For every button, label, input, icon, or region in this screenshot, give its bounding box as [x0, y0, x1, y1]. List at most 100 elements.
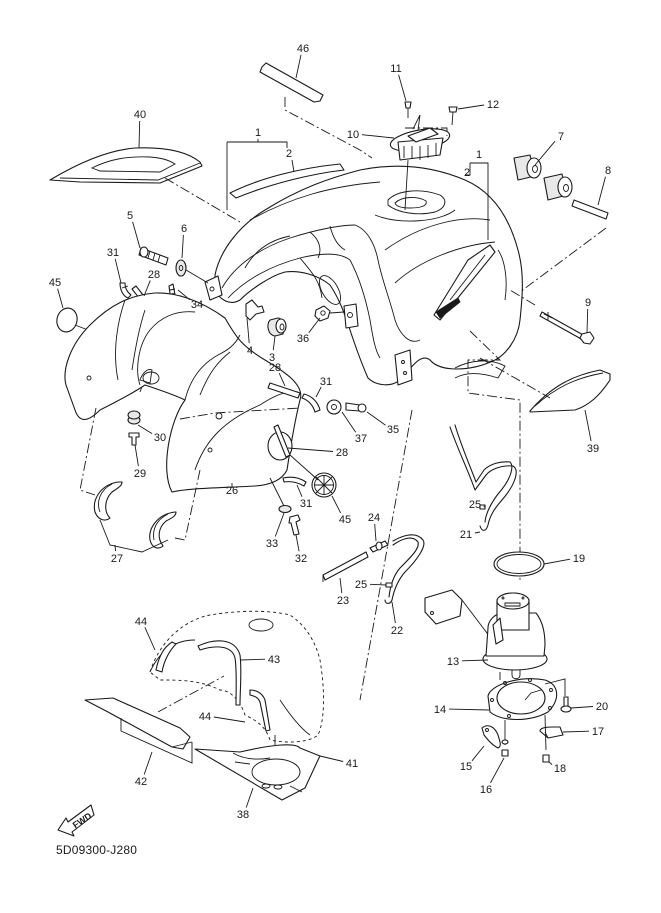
part-label-screw-32[interactable]: 32 [295, 553, 307, 565]
leader-damper-27 [114, 544, 117, 552]
leader-fuel-pump-assy [461, 659, 489, 662]
part-label-damper-27[interactable]: 27 [111, 553, 123, 565]
leader-hose-22 [391, 601, 396, 624]
leader-bolt-20 [570, 706, 594, 709]
part-label-clip-25-lower[interactable]: 25 [355, 579, 367, 591]
part-label-damper[interactable]: 7 [558, 131, 564, 143]
part-label-hose-23[interactable]: 23 [337, 595, 349, 607]
part-label-emblem-panel[interactable]: 46 [297, 43, 309, 55]
leader-seal-44-upper [144, 627, 156, 651]
leader-clamp-15 [471, 745, 485, 762]
part-label-seal-44-lower[interactable]: 44 [199, 711, 211, 723]
part-label-pump-plate-14[interactable]: 14 [434, 704, 446, 716]
part-label-screw-18[interactable]: 18 [554, 763, 566, 775]
part-label-bolt-20[interactable]: 20 [596, 701, 608, 713]
part-label-clamp-15[interactable]: 15 [460, 761, 472, 773]
part-label-emblem-45-right[interactable]: 45 [339, 514, 351, 526]
o-ring-19-part [493, 551, 545, 577]
part-label-fuel-tank-complete-right[interactable]: 1 [476, 149, 482, 161]
part-label-cap-screw-11[interactable]: 11 [390, 63, 401, 75]
emblem-45-left-part [56, 307, 89, 333]
part-label-fuel-pump-assy[interactable]: 13 [447, 656, 459, 668]
part-label-washer-37[interactable]: 37 [355, 433, 367, 445]
leader-emblem-panel [295, 54, 302, 79]
part-label-strip-28-low[interactable]: 28 [336, 447, 348, 459]
strips-bands-mid-part [267, 382, 367, 487]
leader-nut-36 [308, 317, 321, 333]
leader-hose-21 [474, 531, 481, 534]
part-label-bolt-34[interactable]: 34 [191, 299, 203, 311]
part-label-hose-22[interactable]: 22 [391, 625, 403, 637]
part-label-cover-41[interactable]: 41 [346, 758, 358, 770]
part-label-screw-16[interactable]: 16 [480, 784, 492, 796]
damper-collar-part [513, 154, 609, 293]
fwd-direction-arrow-icon: FWD [57, 804, 95, 837]
leader-joint-24 [374, 523, 377, 542]
leader-holder-17 [562, 730, 590, 733]
leader-grommet-30 [137, 424, 153, 434]
part-label-band-31-mid[interactable]: 31 [320, 376, 332, 388]
part-label-clip-25-upper[interactable]: 25 [469, 499, 481, 511]
fuel-tank-part [204, 163, 523, 386]
part-label-hose-21[interactable]: 21 [460, 529, 472, 541]
hose-21-part [449, 330, 521, 580]
leader-fuel-cap [361, 134, 395, 139]
leader-screw-16 [490, 757, 505, 784]
part-label-band-31-low[interactable]: 31 [300, 498, 312, 510]
part-label-tank-pad-rear[interactable]: 40 [134, 109, 146, 121]
washer-screw-33-32-part [269, 477, 301, 536]
part-label-bolt-5[interactable]: 5 [127, 210, 133, 222]
leader-cap-screw-12 [457, 104, 485, 110]
part-label-seal-44-upper[interactable]: 44 [135, 616, 147, 628]
part-label-fuel-cap[interactable]: 10 [347, 129, 359, 141]
part-label-emblem-45-left[interactable]: 45 [49, 277, 61, 289]
part-label-washer-33[interactable]: 33 [266, 538, 278, 550]
hoses-22-23-24-part [322, 409, 425, 701]
part-label-o-ring-19[interactable]: 19 [573, 553, 585, 565]
part-label-cap-screw-12[interactable]: 12 [487, 99, 499, 111]
leader-lines [57, 54, 606, 808]
part-label-joint-24[interactable]: 24 [368, 512, 380, 524]
part-label-damper-3[interactable]: 3 [269, 352, 275, 364]
part-label-strip-28-top[interactable]: 28 [148, 269, 160, 281]
part-label-grommet-30[interactable]: 30 [154, 432, 166, 444]
part-label-side-pad-39[interactable]: 39 [587, 443, 599, 455]
part-label-band-31-top[interactable]: 31 [107, 247, 119, 259]
leader-seal-43 [239, 658, 266, 661]
leader-collar [597, 176, 606, 206]
leader-tank-pad-rear [138, 120, 141, 149]
part-label-screw-35[interactable]: 35 [387, 424, 399, 436]
leader-cover-41 [319, 755, 344, 762]
part-label-collar-29[interactable]: 29 [134, 468, 146, 480]
leader-washer-6 [181, 234, 184, 259]
clamps-screws-15-18-part [481, 714, 564, 763]
part-label-graphic-stripe-right[interactable]: 2 [464, 167, 470, 179]
part-label-plate-42[interactable]: 42 [135, 776, 147, 788]
part-label-side-cover-26[interactable]: 26 [226, 485, 238, 497]
leader-plate-42 [143, 751, 153, 775]
part-label-holder-17[interactable]: 17 [592, 726, 604, 738]
part-label-fuel-tank-complete-left[interactable]: 1 [255, 127, 261, 139]
part-label-nut-36[interactable]: 36 [297, 333, 309, 345]
part-label-bolt-9[interactable]: 9 [585, 297, 591, 309]
leader-damper-3 [272, 335, 276, 351]
pump-plate-14-part [487, 678, 572, 720]
leader-o-ring-19 [543, 558, 571, 565]
leader-seal-44-lower [213, 716, 246, 723]
leader-emblem-45-right [331, 495, 342, 514]
part-label-bracket-4[interactable]: 4 [247, 345, 253, 357]
side-pad-39-part [479, 357, 611, 413]
fuel-cap-part [389, 101, 458, 211]
part-label-washer-6[interactable]: 6 [181, 223, 187, 235]
leader-strip-28-top [143, 280, 151, 297]
leader-bolt-5 [132, 221, 141, 249]
leader-bolt-34 [177, 289, 191, 301]
part-label-strip-28-mid[interactable]: 28 [269, 362, 281, 374]
leader-clip-25-upper [483, 505, 486, 508]
part-label-collar[interactable]: 8 [605, 165, 611, 177]
part-label-graphic-stripe-left[interactable]: 2 [286, 148, 292, 160]
part-label-seal-43[interactable]: 43 [268, 654, 280, 666]
side-cover-part [64, 292, 302, 493]
part-label-heat-protector-38[interactable]: 38 [237, 809, 249, 821]
emblem-45-right-part [289, 454, 337, 498]
